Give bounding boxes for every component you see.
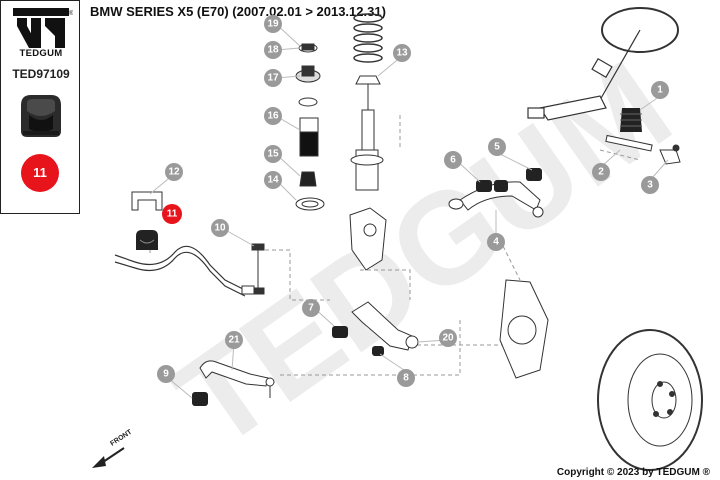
- brand-name: TEDGUM: [19, 48, 63, 59]
- top-mount-nut: [355, 75, 381, 110]
- label-3: 3: [641, 176, 659, 194]
- label-7: 7: [302, 299, 320, 317]
- svg-text:20: 20: [442, 333, 454, 344]
- vehicle-title: BMW SERIES X5 (E70) (2007.02.01 > 2013.1…: [90, 4, 386, 19]
- label-4: 4: [487, 233, 505, 251]
- wheel: [597, 329, 703, 471]
- label-6: 6: [444, 151, 462, 169]
- svg-text:21: 21: [228, 335, 240, 346]
- tie-rod-end: [659, 144, 681, 165]
- svg-text:8: 8: [403, 373, 409, 384]
- stabilizer-bushing: [136, 230, 158, 250]
- copyright-notice: Copyright © 2023 by TEDGUM ®: [556, 467, 710, 478]
- svg-text:2: 2: [598, 167, 604, 178]
- front-direction-arrow: FRONT: [92, 428, 134, 468]
- tie-rod: [605, 134, 653, 152]
- svg-text:18: 18: [267, 45, 279, 56]
- steering-assembly: [527, 7, 679, 121]
- wheel-carrier: [499, 279, 549, 379]
- label-16: 16: [264, 107, 282, 125]
- svg-text:16: 16: [267, 111, 279, 122]
- label-8: 8: [397, 369, 415, 387]
- stabilizer-bar: [114, 245, 246, 297]
- svg-text:19: 19: [267, 19, 279, 30]
- label-14: 14: [264, 171, 282, 189]
- svg-text:13: 13: [396, 48, 408, 59]
- steering-boot: [620, 108, 642, 132]
- part-code: TED97109: [12, 67, 70, 81]
- stabilizer-clamp: [131, 191, 163, 211]
- svg-text:1: 1: [657, 85, 663, 96]
- strut-mount-stack: [295, 43, 325, 211]
- svg-text:7: 7: [308, 303, 314, 314]
- stabilizer-link: [241, 243, 265, 295]
- highlight-part-badge: 11: [21, 154, 59, 192]
- label-10: 10: [211, 219, 229, 237]
- label-11: 11: [162, 204, 182, 224]
- bushing-thrust-arm: [192, 392, 208, 406]
- svg-text:11: 11: [167, 209, 178, 220]
- label-15: 15: [264, 145, 282, 163]
- label-5: 5: [488, 138, 506, 156]
- label-21: 21: [225, 331, 243, 349]
- label-2: 2: [592, 163, 610, 181]
- front-label: FRONT: [109, 428, 134, 447]
- label-1: 1: [651, 81, 669, 99]
- part-number-labels: 1 2 3 4 5 6 7 8 9 10 11 12 13 14 15 16 1…: [157, 15, 669, 387]
- label-9: 9: [157, 365, 175, 383]
- bushing-lower-arm: [332, 326, 384, 356]
- label-17: 17: [264, 69, 282, 87]
- thrust-arm: [199, 360, 275, 398]
- svg-text:9: 9: [163, 369, 169, 380]
- tedgum-logo: ®: [13, 8, 73, 48]
- label-18: 18: [264, 41, 282, 59]
- svg-text:4: 4: [493, 237, 499, 248]
- svg-text:6: 6: [450, 155, 456, 166]
- shock-absorber: [350, 109, 384, 191]
- svg-text:15: 15: [267, 149, 279, 160]
- bushing-upper-arm: [476, 168, 542, 192]
- suspension-diagram: TEDGUM: [92, 7, 703, 475]
- part-info-panel: ® TEDGUM TED97109 11: [0, 0, 80, 214]
- label-19: 19: [264, 15, 282, 33]
- svg-text:12: 12: [168, 167, 180, 178]
- svg-text:17: 17: [267, 73, 279, 84]
- label-20: 20: [439, 329, 457, 347]
- svg-text:10: 10: [214, 223, 226, 234]
- coil-spring: [353, 13, 383, 63]
- upper-control-arm: [448, 181, 544, 218]
- registered-mark: ®: [69, 10, 73, 17]
- label-12: 12: [165, 163, 183, 181]
- steering-knuckle: [349, 207, 387, 271]
- svg-text:3: 3: [647, 180, 653, 191]
- svg-text:14: 14: [267, 175, 279, 186]
- lower-control-arm: [351, 301, 419, 351]
- label-13: 13: [393, 44, 411, 62]
- bushing-thumbnail: [21, 95, 61, 137]
- svg-text:5: 5: [494, 142, 500, 153]
